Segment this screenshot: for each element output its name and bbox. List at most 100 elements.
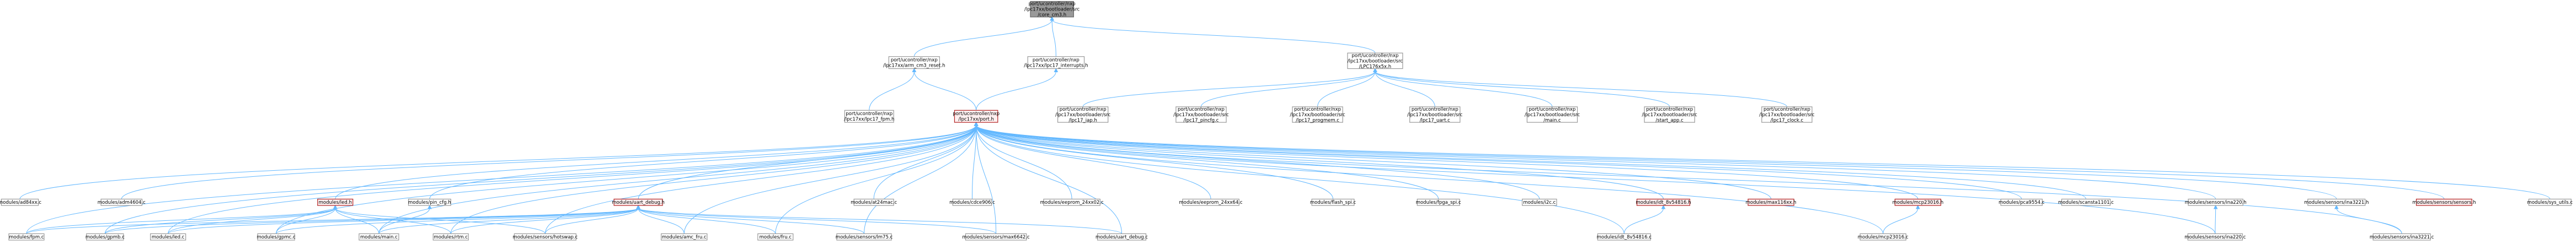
node-gpmc[interactable]: modules/gpmc.c <box>256 233 296 241</box>
node-eeprom-24xx64[interactable]: modules/eeprom_24xx64.c <box>1179 198 1243 206</box>
node-port-h[interactable]: port/ucontroller/nxp/lpc17xx/port.h <box>953 110 1000 123</box>
node-box <box>844 110 894 123</box>
node-uart-debug-c[interactable]: modules/uart_debug.c <box>1095 233 1148 241</box>
node-label-line: /LPC176x5x.h <box>1359 64 1391 69</box>
node-label-line: /lpc17_progmem.c <box>1296 118 1339 123</box>
node-lm75[interactable]: modules/sensors/lm75.c <box>836 233 893 241</box>
node-label-line: /lpc17xx/bootloader/src <box>1173 112 1229 118</box>
node-max116xx[interactable]: modules/max116xx.h <box>1746 198 1797 206</box>
node-ina3221-h[interactable]: modules/sensors/ina3221.h <box>2304 198 2369 206</box>
node-fpm[interactable]: modules/fpm.c <box>8 233 45 241</box>
node-core-cm3[interactable]: port/ucontroller/nxp/lpc17xx/bootloader/… <box>1024 1 1080 18</box>
node-pca9554[interactable]: modules/pca9554.c <box>1998 198 2045 206</box>
node-ina220-c[interactable]: modules/sensors/ina220.c <box>2184 233 2246 241</box>
node-ina220-h[interactable]: modules/sensors/ina220.h <box>2185 198 2247 206</box>
node-box <box>1526 106 1578 123</box>
node-label-line: modules/eeprom_24xx02.c <box>1040 200 1104 205</box>
node-uart-debug-h[interactable]: modules/uart_debug.h <box>612 198 665 206</box>
node-box <box>1747 198 1794 206</box>
node-mcp23016-h[interactable]: modules/mcp23016.h <box>1893 198 1944 206</box>
node-lpc17-fpm[interactable]: port/ucontroller/nxp/lpc17xx/lpc17_fpm.h <box>844 110 894 123</box>
node-lpc17-interrupts[interactable]: port/ucontroller/nxp/lpc17xx/lpc17_inter… <box>1024 56 1088 69</box>
node-amc-fru[interactable]: modules/amc_fru.c <box>661 233 708 241</box>
node-bl-lpc17-uart[interactable]: port/ucontroller/nxp/lpc17xx/bootloader/… <box>1407 106 1463 123</box>
node-label-line: /lpc17xx/lpc17_fpm.h <box>844 117 894 122</box>
node-sensors-h[interactable]: modules/sensors/sensors.h <box>2412 198 2476 206</box>
node-label-line: modules/sensors/ina220.c <box>2184 235 2246 240</box>
node-gpmb[interactable]: modules/gpmb.c <box>85 233 125 241</box>
node-ad84xx[interactable]: modules/ad84xx.c <box>0 198 41 206</box>
node-idt-h[interactable]: modules/idt_8v54816.h <box>1636 198 1691 206</box>
node-box <box>1057 106 1109 123</box>
edge-mcp23016-h-to-port-h <box>976 125 1918 199</box>
node-box <box>1182 198 1239 206</box>
node-at24mac[interactable]: modules/at24mac.c <box>851 198 897 206</box>
node-label-line: modules/fpm.c <box>9 235 44 240</box>
node-ina3221-c[interactable]: modules/sensors/ina3221.c <box>2370 233 2434 241</box>
node-adm4604[interactable]: modules/adm4604.c <box>98 198 146 206</box>
node-label-line: modules/pin_cfg.h <box>408 200 451 205</box>
edge-mcp23016-c-to-mcp23016-h <box>1883 208 1918 234</box>
node-rtm[interactable]: modules/rtm.c <box>432 233 469 241</box>
edge-ad84xx-to-port-h <box>19 125 977 199</box>
edge-max6642-to-uart-debug-h <box>638 208 997 234</box>
node-i2c[interactable]: modules/i2c.c <box>1522 198 1557 206</box>
node-label-line: /lpc17xx/bootloader/src <box>1290 112 1345 118</box>
node-box <box>1030 1 1074 18</box>
node-arm-cm3-reset[interactable]: port/ucontroller/nxp/lpc17xx/arm_cm3_res… <box>883 56 945 69</box>
edge-main-c-to-port-h <box>378 125 977 234</box>
node-label-line: modules/eeprom_24xx64.c <box>1179 200 1243 205</box>
node-label-line: port/ucontroller/nxp <box>1763 107 1810 112</box>
node-eeprom-24xx02[interactable]: modules/eeprom_24xx02.c <box>1040 198 1104 206</box>
node-label-line: modules/fru.c <box>760 235 792 240</box>
node-label-line: port/ucontroller/nxp <box>1529 107 1576 112</box>
node-bl-main[interactable]: port/ucontroller/nxp/lpc17xx/bootloader/… <box>1525 106 1580 123</box>
node-bl-start-app[interactable]: port/ucontroller/nxp/lpc17xx/bootloader/… <box>1642 106 1698 123</box>
node-pin-cfg[interactable]: modules/pin_cfg.h <box>408 198 451 206</box>
node-label-line: modules/uart_debug.c <box>1095 235 1148 240</box>
node-label-line: modules/idt_8v54816.c <box>1597 235 1652 240</box>
node-label-line: modules/idt_8v54816.h <box>1636 200 1691 205</box>
node-bl-lpc17-pincfg[interactable]: port/ucontroller/nxp/lpc17xx/bootloader/… <box>1173 106 1229 123</box>
node-mcp23016-c[interactable]: modules/mcp23016.c <box>1858 233 1909 241</box>
edge-bl-lpc17-uart-to-lpc176x5x <box>1375 71 1435 107</box>
node-fru[interactable]: modules/fru.c <box>757 233 794 241</box>
node-max6642[interactable]: modules/sensors/max6642.c <box>963 233 1030 241</box>
node-lpc176x5x[interactable]: port/ucontroller/nxp/lpc17xx/bootloader/… <box>1347 52 1403 69</box>
node-label-line: port/ucontroller/nxp <box>846 111 892 117</box>
node-led-c[interactable]: modules/led.c <box>150 233 186 241</box>
node-fpga-spi[interactable]: modules/fpga_spi.c <box>1416 198 1461 206</box>
node-label-line: port/ucontroller/nxp <box>1178 107 1225 112</box>
edge-arrowhead <box>1054 68 1059 73</box>
edge-amc-fru-to-uart-debug-h <box>638 208 685 234</box>
edge-fru-to-uart-debug-h <box>638 208 776 234</box>
edge-max116xx-to-port-h <box>976 125 1772 199</box>
edge-bl-lpc17-progmem-to-lpc176x5x <box>1317 71 1376 107</box>
node-led-h[interactable]: modules/led.h <box>317 198 354 206</box>
node-flash-spi[interactable]: modules/flash_spi.c <box>1310 198 1356 206</box>
node-cdce906[interactable]: modules/cdce906.c <box>949 198 995 206</box>
edge-gpmb-to-led-h <box>104 208 336 234</box>
node-box <box>317 198 354 206</box>
node-hotswap[interactable]: modules/sensors/hotswap.c <box>512 233 578 241</box>
node-box <box>1417 198 1460 206</box>
node-label-line: modules/sensors/ina220.h <box>2185 200 2247 205</box>
edge-lm75-to-port-h <box>864 125 977 234</box>
node-bl-lpc17-clock[interactable]: port/ucontroller/nxp/lpc17xx/bootloader/… <box>1759 106 1815 123</box>
node-idt-c[interactable]: modules/idt_8v54816.c <box>1597 233 1652 241</box>
node-sys-utils[interactable]: modules/sys_utils.c <box>2527 198 2573 206</box>
node-label-line: modules/main.c <box>360 235 398 240</box>
edge-arrowhead <box>1050 16 1054 21</box>
edge-port-h-to-arm-cm3-reset <box>913 71 977 111</box>
node-label-line: modules/gpmb.c <box>85 235 125 240</box>
node-bl-lpc17-progmem[interactable]: port/ucontroller/nxp/lpc17xx/bootloader/… <box>1290 106 1345 123</box>
edge-bl-start-app-to-lpc176x5x <box>1375 71 1670 107</box>
edge-rtm-to-uart-debug-h <box>450 208 639 234</box>
node-main-c[interactable]: modules/main.c <box>359 233 399 241</box>
node-scansta1101[interactable]: modules/scansta1101.c <box>2058 198 2114 206</box>
node-box <box>2528 198 2572 206</box>
edge-uart-debug-c-to-port-h <box>976 125 1123 234</box>
edge-hotswap-to-uart-debug-h <box>544 208 639 234</box>
node-bl-lpc17-iap[interactable]: port/ucontroller/nxp/lpc17xx/bootloader/… <box>1055 106 1111 123</box>
